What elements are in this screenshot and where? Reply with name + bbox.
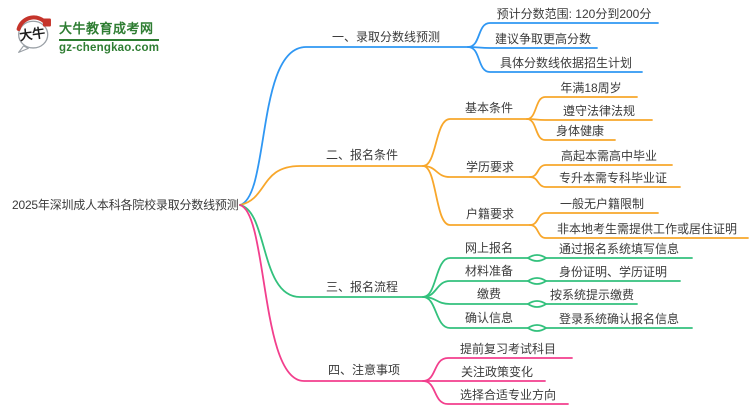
leaf-node: 建议争取更高分数 (494, 32, 592, 46)
sub-node: 缴费 (476, 287, 502, 301)
sub-node: 学历要求 (465, 160, 515, 174)
leaf-node: 提前复习考试科目 (459, 342, 557, 356)
logo-domain: gz-chengkao.com (59, 42, 160, 54)
logo-title: 大牛教育成考网 (59, 18, 160, 41)
branch2-edges (239, 96, 749, 239)
leaf-node: 遵守法律法规 (562, 104, 636, 118)
branch-3-label: 三、报名流程 (325, 280, 399, 294)
leaf-node: 年满18周岁 (560, 81, 622, 95)
sub-node: 材料准备 (464, 264, 514, 278)
leaf-node: 预计分数范围: 120分到200分 (496, 7, 652, 21)
leaf-node: 一般无户籍限制 (559, 197, 645, 211)
leaf-node: 高起本需高中毕业 (560, 149, 658, 163)
sub-node: 确认信息 (464, 311, 514, 325)
leaf-node: 非本地考生需提供工作或居住证明 (556, 222, 738, 236)
root-topic: 2025年深圳成人本科各院校录取分数线预测 (12, 198, 239, 212)
site-logo[interactable]: 大牛 大牛教育成考网 gz-chengkao.com (13, 11, 160, 55)
leaf-node: 具体分数线依据招生计划 (499, 56, 633, 70)
leaf-node: 登录系统确认报名信息 (558, 312, 680, 326)
leaf-node: 通过报名系统填写信息 (558, 242, 680, 256)
leaf-node: 身份证明、学历证明 (558, 265, 668, 279)
branch-1-label: 一、录取分数线预测 (331, 30, 441, 44)
daniu-bubble-icon: 大牛 (16, 15, 51, 53)
leaf-node: 专升本需专科毕业证 (558, 171, 668, 185)
branch-4-label: 四、注意事项 (327, 363, 401, 377)
sub-node: 户籍要求 (465, 207, 515, 221)
branch-2-label: 二、报名条件 (325, 148, 399, 162)
svg-text:大牛: 大牛 (18, 25, 46, 43)
leaf-node: 选择合适专业方向 (459, 388, 557, 402)
sub-node: 基本条件 (464, 101, 514, 115)
red-seal-icon (42, 18, 51, 27)
leaf-node: 关注政策变化 (460, 365, 534, 379)
leaf-node: 身体健康 (555, 124, 605, 138)
branch3-edges (239, 204, 693, 332)
sub-node: 网上报名 (464, 241, 514, 255)
branch1-edges (239, 22, 659, 206)
leaf-node: 按系统提示缴费 (549, 288, 635, 302)
branch4-edges (239, 204, 573, 405)
